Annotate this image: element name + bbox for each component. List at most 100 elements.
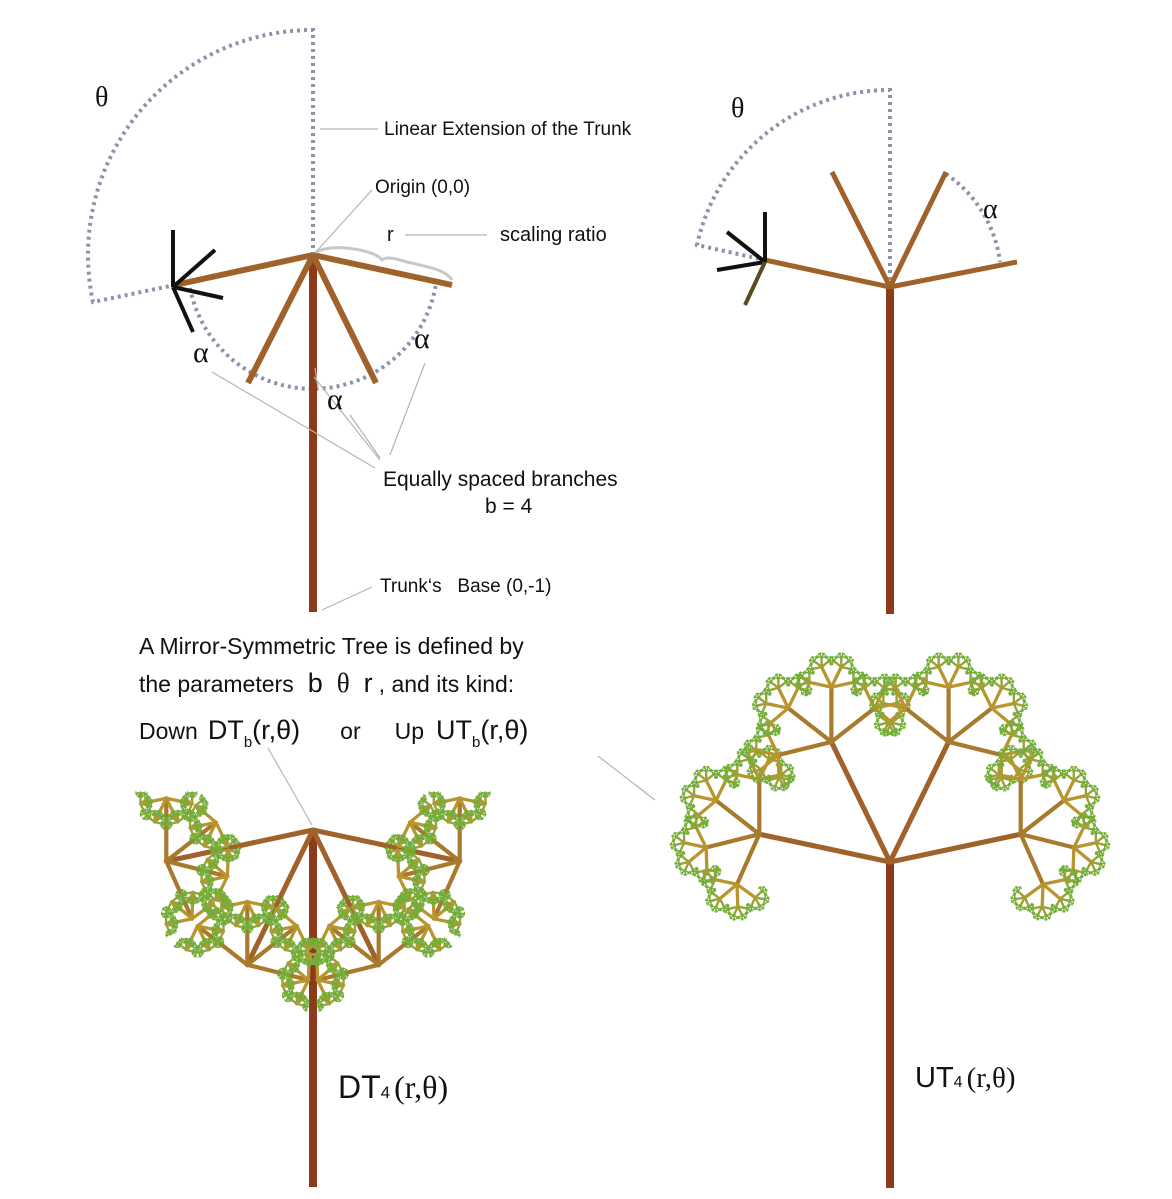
leaf-branch — [423, 810, 427, 812]
leaf-branch — [340, 907, 343, 910]
leaf-branch — [400, 854, 404, 857]
branch — [319, 995, 331, 1005]
leaf-branch — [425, 835, 428, 839]
leaf-branch — [430, 812, 433, 815]
leaf-branch — [409, 945, 413, 948]
leaf-branch — [178, 801, 182, 803]
leaf-branch — [422, 949, 425, 952]
leaf-branch — [420, 939, 423, 943]
branch — [412, 880, 426, 886]
branch — [315, 962, 381, 983]
leaf-branch — [408, 930, 411, 934]
leaf-branch — [308, 964, 311, 967]
branch — [448, 900, 456, 914]
leaf-branch — [428, 946, 432, 949]
branch — [446, 796, 462, 824]
leaf-branch — [406, 898, 409, 901]
leaf-branch — [187, 820, 191, 822]
leaf-branch — [452, 929, 456, 931]
leaf-branch — [193, 843, 196, 845]
leaf-branch — [261, 904, 265, 906]
leaf-branch — [442, 810, 445, 812]
equally-spaced-label: Equally spaced branches — [383, 468, 618, 491]
leaf-branch — [431, 796, 435, 798]
leaf-branch — [423, 897, 427, 900]
leaf-branch — [336, 990, 340, 992]
leaf-branch — [414, 905, 418, 908]
leaf-branch — [178, 938, 182, 941]
leaf-branch — [404, 845, 407, 849]
branch — [351, 906, 359, 919]
leaf-branch — [340, 914, 343, 917]
leaf-branch — [453, 821, 456, 824]
leaf-branch — [338, 905, 341, 908]
leaf-branch — [452, 912, 456, 915]
leaf-branch — [216, 843, 220, 845]
leaf-branch — [322, 999, 325, 1002]
leaf-branch — [487, 795, 490, 798]
leaf-branch — [447, 897, 450, 900]
branch — [423, 826, 438, 832]
leaf-branch — [330, 983, 334, 985]
leaf-branch — [420, 943, 423, 947]
leaf-branch — [276, 915, 279, 919]
leaf-branch — [282, 992, 284, 995]
leaf-branch — [314, 946, 318, 949]
branch — [385, 848, 399, 854]
branch — [397, 838, 409, 848]
branch — [447, 923, 462, 929]
leaf-branch — [423, 946, 426, 949]
leaf-branch — [195, 812, 198, 815]
leaf-branch — [189, 834, 192, 838]
leaf-branch — [472, 813, 476, 816]
definition-line-1: A Mirror-Symmetric Tree is defined by — [139, 633, 524, 659]
leaf-branch — [347, 896, 350, 900]
leaf-branch — [446, 946, 450, 949]
branch — [351, 899, 363, 909]
leaf-branch — [434, 939, 437, 942]
branch — [392, 906, 406, 912]
branch-right — [889, 259, 1018, 290]
leaf-branch — [407, 915, 410, 919]
branch — [378, 924, 392, 930]
branch-left — [764, 257, 891, 290]
leaf-branch — [433, 898, 436, 902]
leaf-branch — [317, 1000, 321, 1003]
up-tree-schematic: θ α — [694, 87, 1018, 614]
leaf-branch — [397, 895, 400, 898]
leaf-branch — [322, 992, 325, 995]
leaf-branch — [328, 961, 332, 964]
branch — [333, 977, 345, 987]
leaf-branch — [449, 813, 453, 816]
branch — [330, 941, 342, 951]
leaf-branch — [385, 914, 388, 918]
leaf-branch — [192, 946, 196, 949]
leaf-branch — [347, 927, 351, 930]
dt-leader — [267, 747, 313, 826]
leaf-branch — [161, 818, 164, 821]
branch — [396, 857, 421, 879]
origin-leader — [314, 189, 373, 254]
leaf-branch — [256, 918, 260, 920]
branch — [430, 826, 438, 840]
leaf-branch — [268, 924, 272, 926]
leaf-branch — [452, 919, 456, 923]
branch — [444, 893, 456, 903]
leaf-branch — [440, 817, 444, 820]
leaf-branch — [331, 954, 334, 958]
leaf-branch — [412, 844, 415, 847]
leaf-branch — [460, 818, 463, 821]
branch-left — [174, 252, 314, 288]
leaf-branch — [320, 1008, 323, 1012]
branch — [365, 917, 378, 927]
leaf-branch — [342, 904, 345, 907]
leaf-branch — [451, 907, 454, 910]
leaf-branch — [358, 910, 361, 914]
leaf-branch — [329, 946, 333, 949]
leaf-branch — [356, 900, 359, 904]
leaf-branch — [439, 895, 441, 898]
leaf-branch — [399, 924, 403, 926]
branch — [395, 848, 401, 879]
leaf-branch — [472, 801, 476, 803]
leaf-branch — [430, 817, 433, 821]
